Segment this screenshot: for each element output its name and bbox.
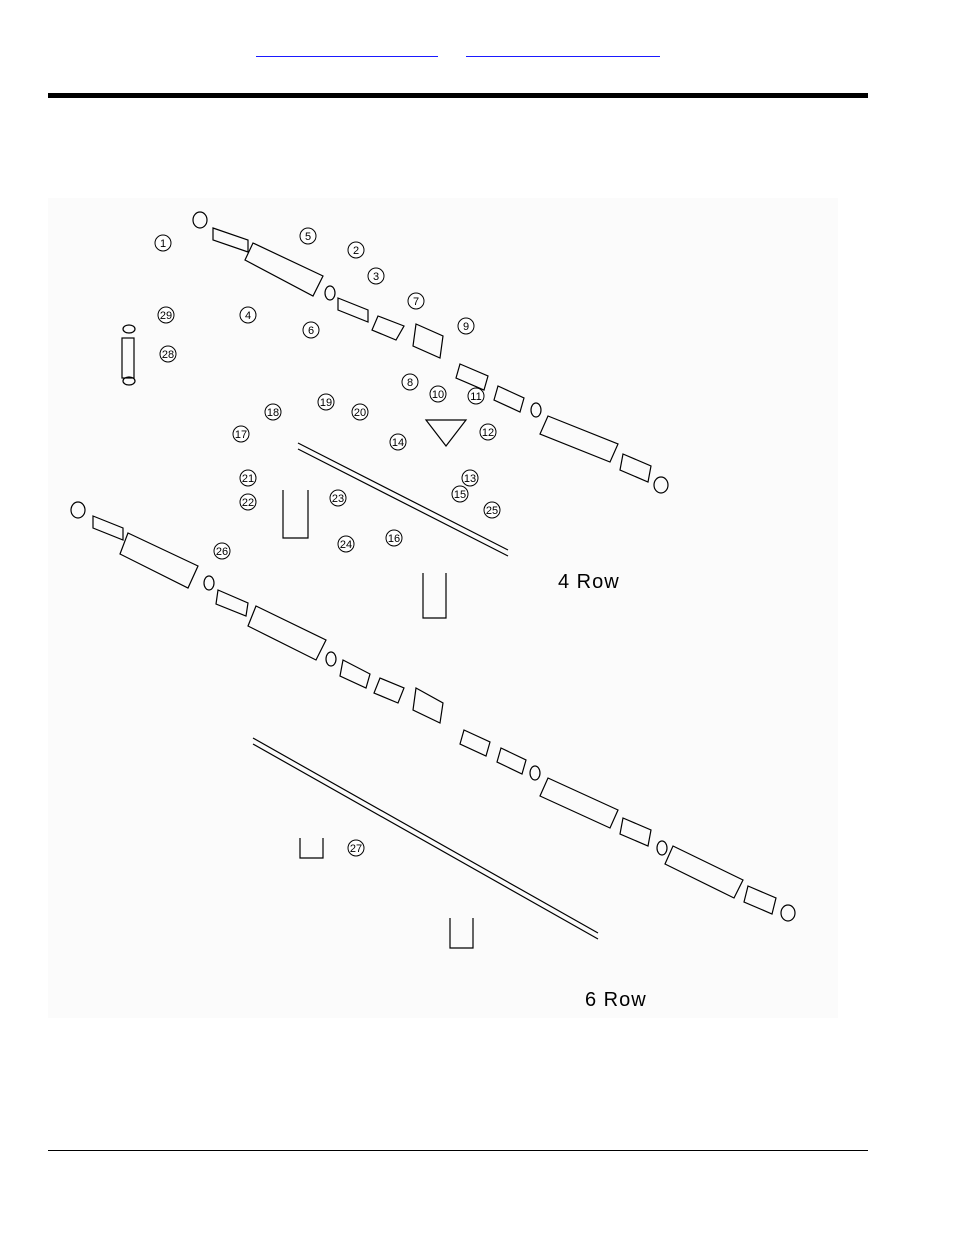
svg-text:2: 2 — [353, 245, 359, 257]
header-link-1[interactable] — [256, 40, 438, 57]
six-row-bar — [252, 737, 599, 949]
callout-6: 6 — [302, 321, 320, 339]
callout-17: 17 — [232, 425, 250, 443]
svg-text:28: 28 — [162, 349, 174, 361]
callout-21: 21 — [239, 469, 257, 487]
svg-text:25: 25 — [486, 505, 498, 517]
four-row-label: 4 Row — [558, 571, 620, 593]
callout-4: 4 — [239, 306, 257, 324]
callout-20: 20 — [351, 403, 369, 421]
svg-text:27: 27 — [350, 843, 362, 855]
callout-8: 8 — [401, 373, 419, 391]
svg-text:23: 23 — [332, 493, 344, 505]
svg-text:7: 7 — [413, 296, 419, 308]
svg-text:14: 14 — [392, 437, 404, 449]
callout-23: 23 — [329, 489, 347, 507]
svg-text:12: 12 — [482, 427, 494, 439]
callout-5: 5 — [299, 227, 317, 245]
svg-text:24: 24 — [340, 539, 352, 551]
callout-22: 22 — [239, 493, 257, 511]
six-row-label: 6 Row — [585, 989, 647, 1011]
svg-text:4: 4 — [245, 310, 251, 322]
callout-14: 14 — [389, 433, 407, 451]
callout-18: 18 — [264, 403, 282, 421]
callout-12: 12 — [479, 423, 497, 441]
callout-2: 2 — [347, 241, 365, 259]
callout-25: 25 — [483, 501, 501, 519]
svg-text:19: 19 — [320, 397, 332, 409]
callout-26: 26 — [213, 542, 231, 560]
svg-text:18: 18 — [267, 407, 279, 419]
svg-text:16: 16 — [388, 533, 400, 545]
svg-text:13: 13 — [464, 473, 476, 485]
header-link-2[interactable] — [466, 40, 660, 57]
svg-text:20: 20 — [354, 407, 366, 419]
svg-text:15: 15 — [454, 489, 466, 501]
callout-10: 10 — [429, 385, 447, 403]
callout-16: 16 — [385, 529, 403, 547]
svg-text:21: 21 — [242, 473, 254, 485]
callout-7: 7 — [407, 292, 425, 310]
svg-text:6: 6 — [308, 325, 314, 337]
svg-text:17: 17 — [235, 429, 247, 441]
header-links — [0, 40, 954, 60]
four-row-bar — [282, 419, 509, 619]
svg-text:1: 1 — [160, 238, 166, 250]
callout-29: 29 — [157, 306, 175, 324]
bushing-stack — [121, 324, 136, 386]
svg-text:26: 26 — [216, 546, 228, 558]
svg-text:10: 10 — [432, 389, 444, 401]
svg-text:9: 9 — [463, 321, 469, 333]
svg-text:5: 5 — [305, 231, 311, 243]
callout-19: 19 — [317, 393, 335, 411]
svg-text:29: 29 — [160, 310, 172, 322]
footer-rule — [48, 1150, 868, 1151]
callout-28: 28 — [159, 345, 177, 363]
callout-15: 15 — [451, 485, 469, 503]
svg-text:3: 3 — [373, 271, 379, 283]
svg-text:11: 11 — [470, 391, 481, 403]
four-row-shaft — [192, 211, 669, 494]
callout-1: 1 — [154, 234, 172, 252]
svg-text:8: 8 — [407, 377, 413, 389]
six-row-shaft — [70, 501, 796, 922]
callout-13: 13 — [461, 469, 479, 487]
callout-9: 9 — [457, 317, 475, 335]
svg-text:22: 22 — [242, 497, 254, 509]
header-rule — [48, 93, 868, 98]
callout-24: 24 — [337, 535, 355, 553]
callout-3: 3 — [367, 267, 385, 285]
callout-11: 11 — [467, 387, 485, 405]
callout-27: 27 — [347, 839, 365, 857]
